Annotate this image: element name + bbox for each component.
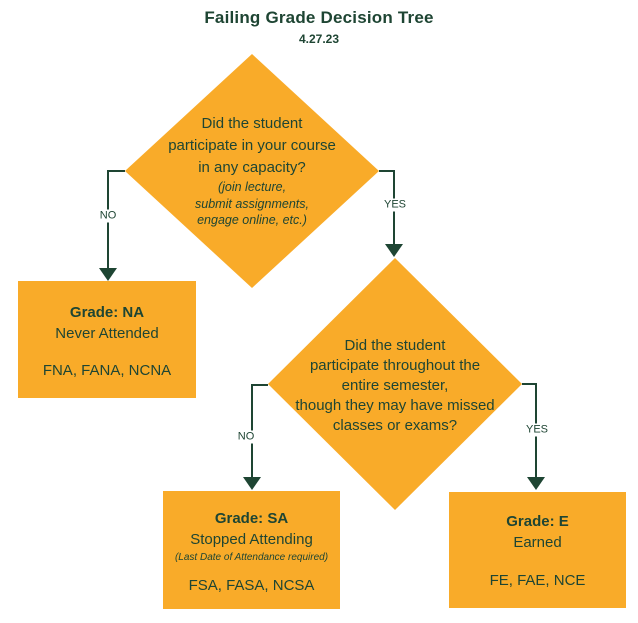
outcome-box-sa: Grade: SA Stopped Attending (Last Date o… [163, 491, 340, 609]
question-line: in any capacity? [198, 159, 306, 176]
page-date: 4.27.23 [298, 32, 340, 46]
question-note-line: submit assignments, [195, 196, 309, 211]
question-line: participate throughout the [309, 357, 481, 374]
grade-name: Never Attended [55, 325, 159, 342]
question-line: participate in your course [168, 137, 336, 154]
outcome-box-na: Grade: NA Never Attended FNA, FANA, NCNA [18, 281, 196, 398]
yes2-arrowhead-icon [527, 477, 545, 490]
diamond1-shape [125, 54, 379, 288]
outcome-box-e: Grade: E Earned FE, FAE, NCE [449, 492, 626, 608]
question-line: classes or exams? [332, 417, 458, 434]
question-line: Did the student [201, 115, 303, 132]
page-title: Failing Grade Decision Tree [204, 8, 434, 27]
yes2-connector [522, 383, 537, 477]
yes1-arrowhead-icon [385, 244, 403, 257]
no1-branch-label: NO [96, 209, 120, 223]
question-line: Did the student [344, 337, 446, 354]
grade-codes: FSA, FASA, NCSA [188, 577, 315, 594]
grade-label: Grade: E [506, 513, 569, 530]
grade-label: Grade: SA [214, 510, 289, 527]
no2-connector [251, 384, 268, 477]
question-note-line: (join lecture, [217, 180, 287, 194]
yes2-branch-label: YES [522, 423, 552, 437]
question-line: though they may have missed [295, 397, 495, 414]
no2-arrowhead-icon [243, 477, 261, 490]
question-note-line: engage online, etc.) [197, 213, 307, 227]
grade-name: Earned [513, 534, 562, 551]
grade-note: (Last Date of Attendance required) [174, 552, 329, 563]
diamond1-question: Did the student participate in your cour… [125, 113, 379, 229]
grade-codes: FNA, FANA, NCNA [42, 362, 172, 379]
no2-branch-label: NO [234, 430, 258, 444]
yes1-connector [379, 170, 395, 244]
question-line: entire semester, [341, 377, 449, 394]
no1-arrowhead-icon [99, 268, 117, 281]
grade-name: Stopped Attending [190, 531, 313, 548]
diamond2-shape [268, 258, 522, 510]
grade-codes: FE, FAE, NCE [489, 572, 586, 589]
diamond2-question: Did the student participate throughout t… [268, 336, 522, 436]
grade-label: Grade: NA [69, 304, 145, 321]
yes1-branch-label: YES [380, 198, 410, 212]
no1-connector [107, 170, 125, 268]
